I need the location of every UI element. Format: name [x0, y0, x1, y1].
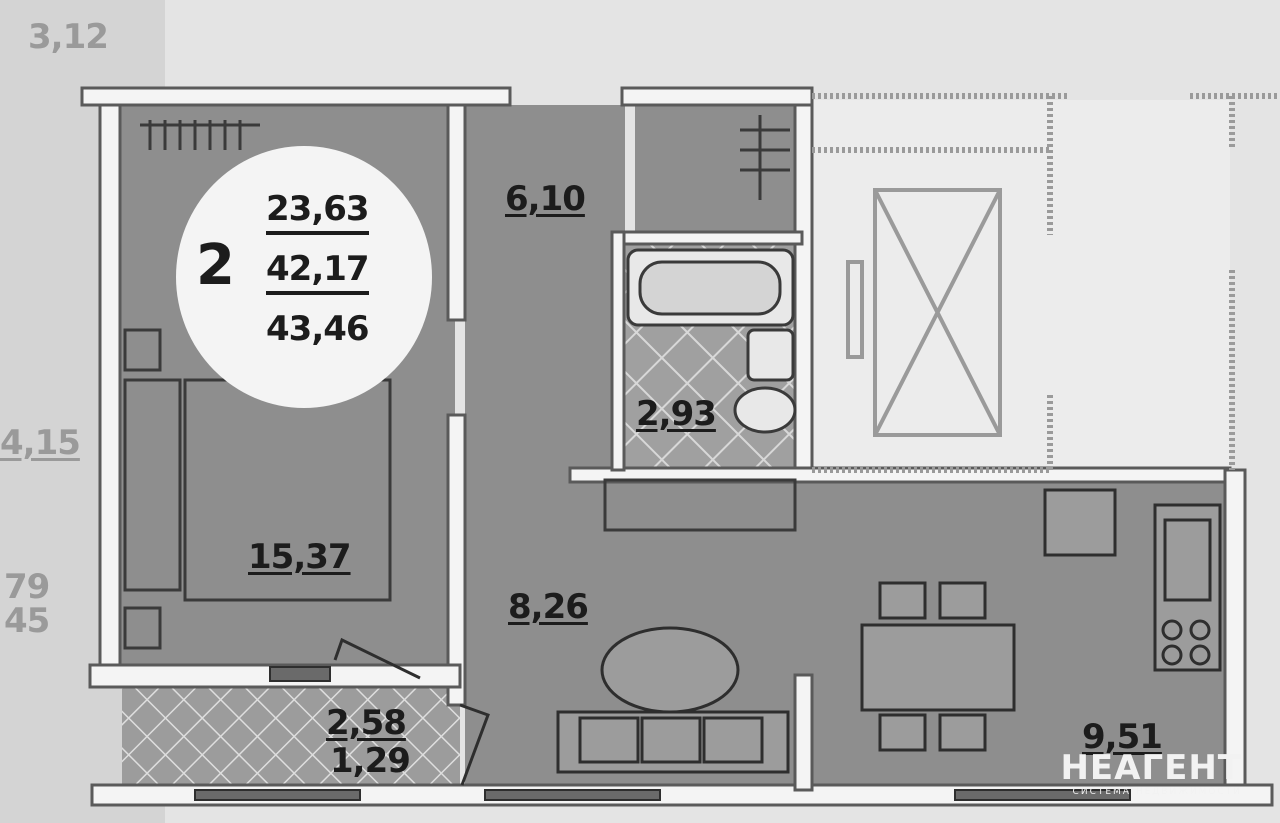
balcony-total-label: 2,58 — [326, 703, 407, 743]
neighbor-left-bottom-label-1: 79 — [4, 567, 50, 607]
kitchen-furniture — [860, 488, 1222, 752]
neighbor-left-label: 4,15 — [0, 423, 81, 463]
total-area-with-balcony-value: 43,46 — [266, 309, 370, 349]
balcony-door — [333, 637, 490, 786]
bedroom-area-label: 15,37 — [248, 537, 352, 577]
living-area-label: 8,26 — [508, 587, 589, 627]
walls — [80, 86, 1274, 807]
watermark-tagline: СИСТЕМА НЕДВИЖИМОСТИ — [1072, 787, 1242, 797]
living-area-value: 23,63 — [266, 192, 370, 235]
neighbor-walls — [812, 93, 1280, 473]
apartment-summary-badge — [176, 146, 432, 408]
bathroom-fixtures — [626, 248, 797, 434]
balcony-reduced-label: 1,29 — [330, 741, 411, 781]
neighbor-left-bottom-label-2: 45 — [4, 601, 50, 641]
balcony-floor — [122, 688, 460, 786]
kitchen-area-label: 9,51 — [1082, 717, 1163, 757]
room-count: 2 — [196, 233, 235, 298]
neighbor-shaft — [846, 188, 1002, 437]
total-area-value: 42,17 — [266, 252, 370, 295]
neighbor-right-area — [810, 100, 1230, 470]
bathroom-area-label: 2,93 — [636, 394, 717, 434]
watermark-brand: НЕАГЕНТ — [1060, 748, 1242, 788]
watermark: НЕАГЕНТ СИСТЕМА НЕДВИЖИМОСТИ — [1060, 751, 1242, 797]
neighbor-top-left-label: 3,12 — [28, 17, 109, 57]
living-furniture — [556, 626, 790, 774]
hall-storage — [603, 115, 797, 532]
windows — [194, 666, 1131, 801]
hall-area-label: 6,10 — [505, 179, 586, 219]
